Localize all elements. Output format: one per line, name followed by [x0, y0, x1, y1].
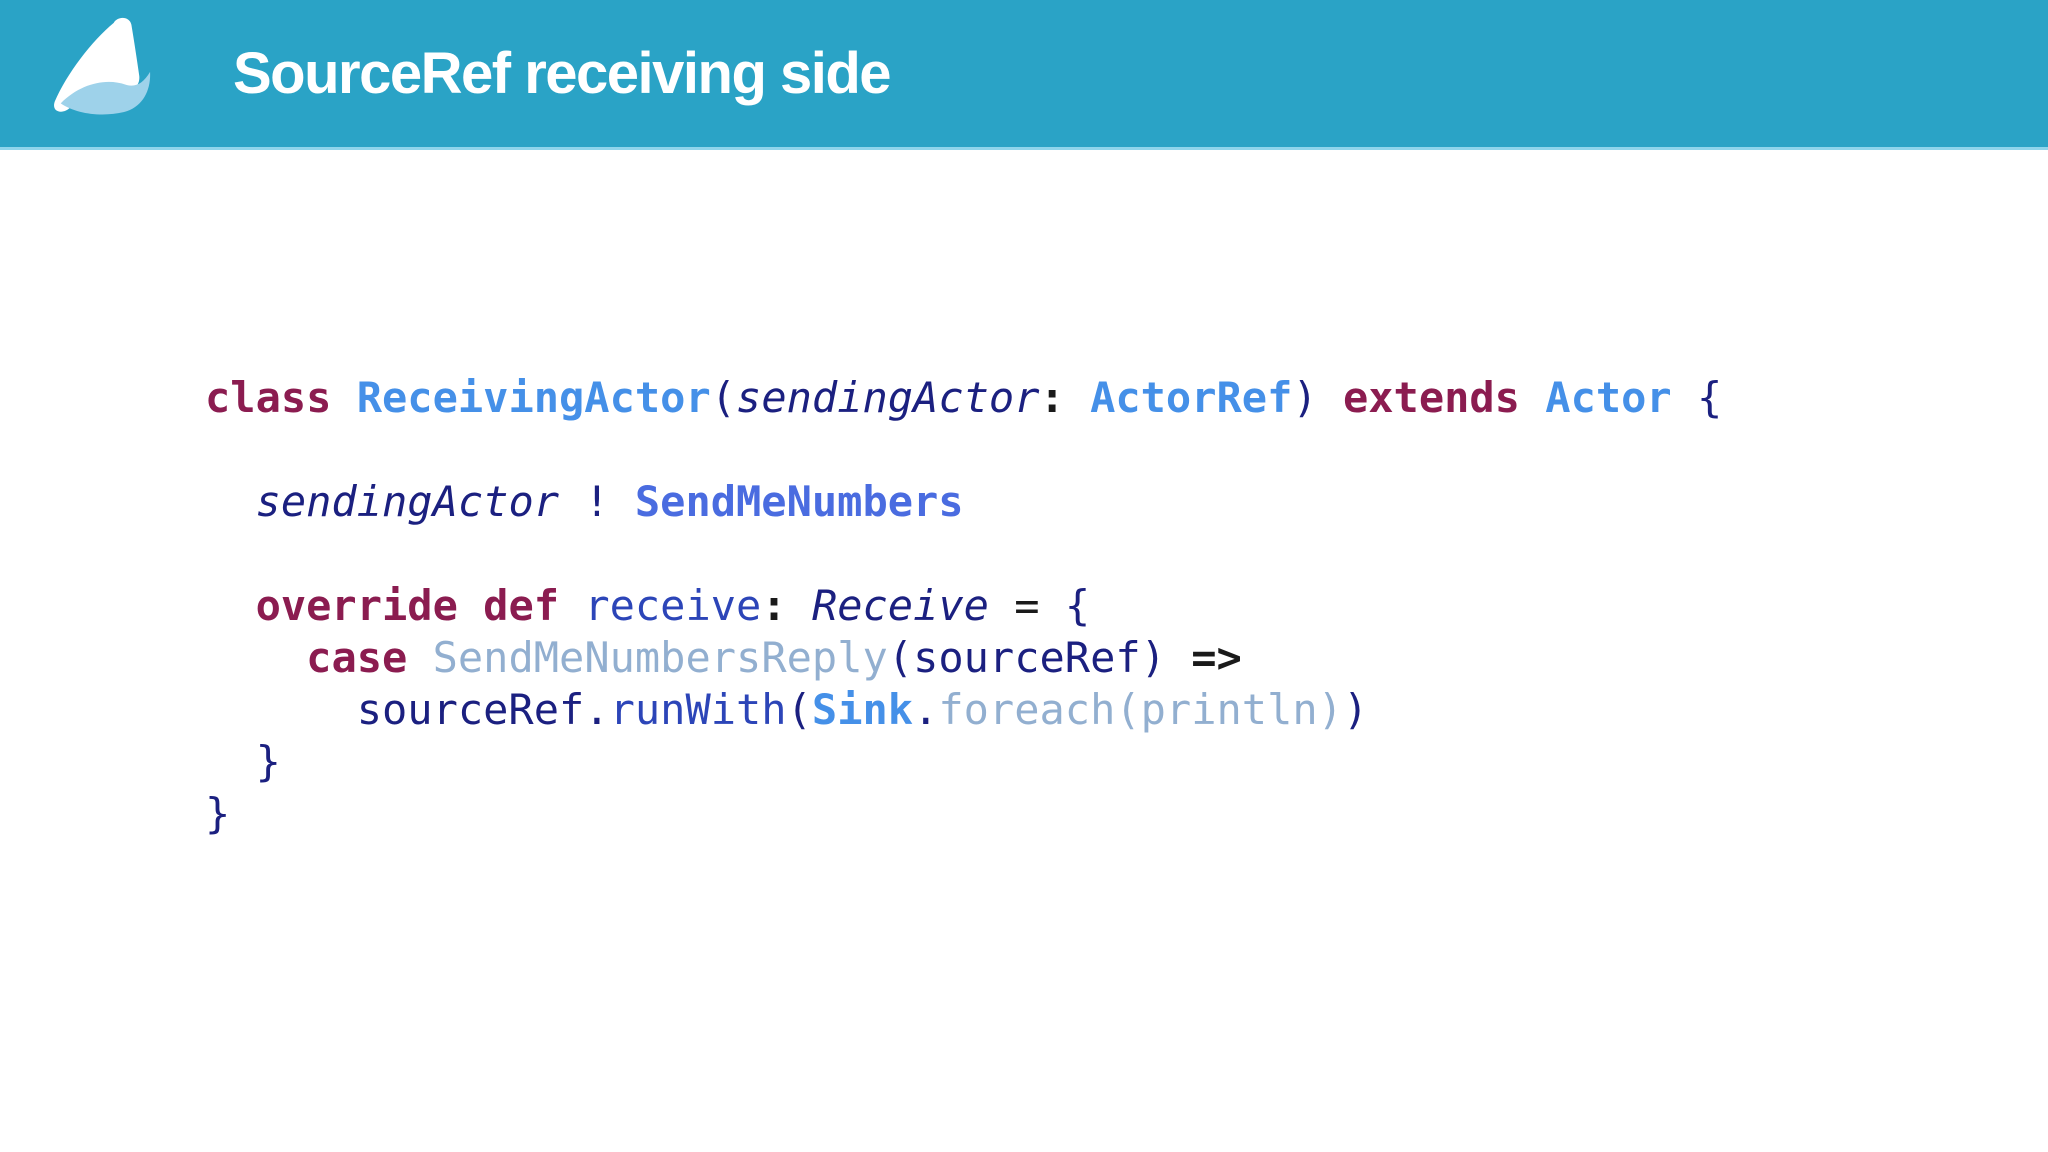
code-token: ) [1140, 633, 1166, 682]
code-token [331, 373, 356, 422]
code-line: case SendMeNumbersReply(sourceRef) => [205, 632, 1722, 684]
code-token: SendMeNumbersReply [432, 633, 888, 682]
code-token: } [205, 789, 231, 838]
code-token: override [255, 581, 458, 630]
code-token: ActorRef [1090, 373, 1293, 422]
code-line: } [205, 736, 1722, 788]
code-token [989, 581, 1014, 630]
code-token [407, 633, 432, 682]
code-token [205, 581, 256, 630]
code-token: SendMeNumbers [634, 477, 964, 526]
slide-title: SourceRef receiving side [233, 41, 892, 106]
code-block: class ReceivingActor(sendingActor: Actor… [205, 372, 1722, 840]
code-token: ( [710, 373, 737, 422]
logo-peak [54, 17, 140, 112]
code-token: class [205, 373, 332, 422]
code-token: sourceRef [913, 633, 1141, 682]
code-token [787, 581, 812, 630]
code-token [1520, 373, 1545, 422]
code-token: : [761, 581, 787, 630]
code-token: . [913, 685, 939, 734]
code-token: sendingActor [255, 477, 560, 526]
code-token [1318, 373, 1343, 422]
code-token: def [483, 581, 560, 630]
code-token: runWith [609, 685, 787, 734]
code-token: extends [1342, 373, 1520, 422]
slide-content: class ReceivingActor(sendingActor: Actor… [0, 153, 2048, 1152]
code-token [458, 581, 483, 630]
code-token: . [584, 685, 610, 734]
code-token: { [1039, 581, 1091, 630]
code-token: ( [887, 633, 914, 682]
code-token: } [205, 737, 281, 786]
code-token [1065, 373, 1090, 422]
code-token [205, 633, 306, 682]
code-line [205, 528, 1722, 580]
code-token: sourceRef [356, 685, 585, 734]
code-token: Receive [811, 581, 989, 630]
code-token [559, 581, 584, 630]
code-token: ! [559, 477, 635, 526]
code-token: ) [1292, 373, 1318, 422]
code-token: Actor [1545, 373, 1672, 422]
code-token: case [306, 633, 408, 682]
code-token: = [1014, 581, 1040, 630]
code-token: Sink [811, 685, 914, 734]
logo-wave [60, 71, 151, 114]
code-token: receive [584, 581, 762, 630]
code-token: foreach(println) [938, 685, 1343, 734]
code-token [205, 477, 256, 526]
code-token: { [1671, 373, 1723, 422]
code-token: ( [786, 685, 812, 734]
code-token: ReceivingActor [356, 373, 711, 422]
code-token [205, 685, 357, 734]
code-token: sendingActor [736, 373, 1040, 422]
akka-logo-icon [45, 14, 153, 120]
code-line: override def receive: Receive = { [205, 580, 1722, 632]
code-token: : [1039, 373, 1065, 422]
header-bar: SourceRef receiving side [0, 0, 2048, 150]
code-line: class ReceivingActor(sendingActor: Actor… [205, 372, 1722, 424]
code-token: => [1191, 633, 1242, 682]
code-line: sourceRef.runWith(Sink.foreach(println)) [205, 684, 1722, 736]
code-token: ) [1342, 685, 1369, 734]
code-line [205, 424, 1722, 476]
code-line: } [205, 788, 1722, 840]
code-token [1166, 633, 1191, 682]
code-line: sendingActor ! SendMeNumbers [205, 476, 1722, 528]
